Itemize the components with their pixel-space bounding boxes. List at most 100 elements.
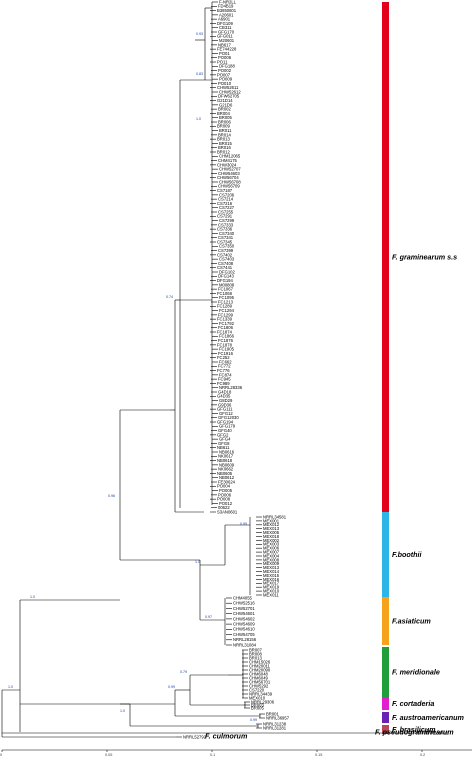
leaf-label: NRRL31281 <box>263 725 287 730</box>
leaf-label: G4D18 <box>218 389 232 394</box>
clade-label-culmorum: F. culmorum <box>205 732 248 741</box>
clade-bar-graminearum <box>382 2 389 512</box>
leaf-label: CHM20090 <box>249 667 271 672</box>
leaf-label: CS7341 <box>218 235 234 240</box>
leaf-label: DFG188 <box>219 64 235 69</box>
leaf-label: GFG12030 <box>218 415 239 420</box>
leaf-label: PO006 <box>218 55 232 60</box>
leaf-label: CHW56709 <box>218 184 240 189</box>
leaf-label: CS7441 <box>217 265 233 270</box>
leaf-label: GFG170 <box>218 29 235 34</box>
leaf-label: FC1289 <box>217 304 233 309</box>
axis-tick-label: 0.15 <box>315 753 322 757</box>
leaf-label: CS7345 <box>217 239 233 244</box>
leaf-label: FC662 <box>219 359 232 364</box>
leaf-label: DFG194 <box>217 278 233 283</box>
leaf-label: FC1866 <box>219 334 235 339</box>
leaf-label: MEX006 <box>263 546 280 551</box>
leaf-label: PO010 <box>218 81 232 86</box>
leaf-label: GFG2 <box>217 432 229 437</box>
leaf-label: FC945 <box>218 377 231 382</box>
leaf-label: FC1878 <box>217 342 233 347</box>
clade-label-boothii: F.boothii <box>392 550 423 559</box>
leaf-label: CS7350 <box>219 244 235 249</box>
leaf-label: GFG011 <box>217 34 233 39</box>
leaf-label: PO004 <box>217 484 231 489</box>
leaf-label: GFG111 <box>217 407 233 412</box>
leaf-label: BR013 <box>217 137 230 142</box>
leaf-label: BR015 <box>219 141 232 146</box>
leaf-label: CS7403 <box>219 257 235 262</box>
leaf-label: CS7206 <box>219 192 235 197</box>
leaf-label: MEX013 <box>263 526 280 531</box>
leaf-label: CB311 <box>219 25 232 30</box>
leaf-label: S3AN0601 <box>217 509 238 514</box>
leaf-label: M20601 <box>219 38 235 43</box>
leaf-label: BR012 <box>217 149 230 154</box>
leaf-label: MEX015 <box>263 573 280 578</box>
leaf-label: 00622 <box>218 505 230 510</box>
leaf-label: NRRL52792 <box>183 734 207 739</box>
leaf-label: CS7299 <box>219 218 235 223</box>
leaf-label: NB0612 <box>219 475 235 480</box>
leaf-label: CS7336 <box>217 227 233 232</box>
leaf-label: B3850601 <box>217 8 237 13</box>
leaf-label: PO006 <box>218 492 232 497</box>
leaf-label: NRRL28336 <box>219 385 243 390</box>
clade-label-brasilicum: F. brasilicum <box>392 725 436 734</box>
leaf-label: A6901 <box>218 17 231 22</box>
leaf-label: FC989 <box>217 381 230 386</box>
leaf-label: NB0618 <box>217 458 233 463</box>
clade-label-graminearum: F. graminearum s.s <box>392 253 457 262</box>
leaf-label: CS7402 <box>217 252 233 257</box>
leaf-label: BR005 <box>251 705 264 710</box>
leaf-label: MEX001 <box>263 518 280 523</box>
leaf-label: MEX003 <box>263 542 280 547</box>
leaf-label: M00808 <box>219 282 235 287</box>
support-value: 0.99 <box>250 718 257 722</box>
leaf-label: CS7333 <box>218 222 234 227</box>
leaf-label: CS7187 <box>217 188 233 193</box>
leaf-label: NB617 <box>218 42 231 47</box>
leaf-label: GFG194 <box>217 419 234 424</box>
leaf-label: FC1068 <box>217 291 233 296</box>
leaf-label: PO007 <box>217 72 231 77</box>
support-value: 0.74 <box>166 295 173 299</box>
leaf-label: CHW3024 <box>217 162 237 167</box>
leaf-label: NRRL28156 <box>233 637 257 642</box>
leaf-label: DFG143 <box>218 274 234 279</box>
leaf-label: BR005 <box>219 115 232 120</box>
leaf-label: MEX014 <box>263 569 280 574</box>
leaf-label: GFG12 <box>219 411 233 416</box>
leaf-label: PO01 <box>219 51 230 56</box>
clade-label-asiaticum: F.asiaticum <box>392 617 431 626</box>
leaf-label: CS7255 <box>218 209 234 214</box>
support-value: 1.0 <box>120 709 125 713</box>
leaf-label: CHW54609 <box>233 622 255 627</box>
leaf-label: BR003 <box>251 702 264 707</box>
leaf-label: DFW62705 <box>218 94 240 99</box>
leaf-label: CHW52611 <box>217 85 239 90</box>
leaf-label: A20601 <box>219 12 234 17</box>
support-value: 0.97 <box>205 615 212 619</box>
leaf-label: MEX017 <box>263 581 280 586</box>
leaf-label: MEX004 <box>263 553 280 558</box>
leaf-label: CHW56708 <box>219 179 241 184</box>
leaf-label: MEX007 <box>263 550 280 555</box>
support-value: 0.79 <box>180 670 187 674</box>
support-value: 1.0 <box>196 117 201 121</box>
leaf-label: FC1339 <box>217 317 233 322</box>
leaf-label: CHW52516 <box>233 601 255 606</box>
leaf-label: MEX019 <box>263 585 280 590</box>
leaf-label: FC874 <box>219 372 232 377</box>
leaf-label: FC1876 <box>218 338 234 343</box>
leaf-label: BR007 <box>249 647 262 652</box>
leaf-label: G8D29 <box>219 398 233 403</box>
leaf-label: CHW52612 <box>219 89 241 94</box>
leaf-label: FC772 <box>218 364 231 369</box>
leaf-label: CS7214 <box>218 197 234 202</box>
leaf-label: FC1299 <box>218 312 234 317</box>
leaf-label: CHW54601 <box>233 611 255 616</box>
leaf-label: BR004 <box>217 111 230 116</box>
